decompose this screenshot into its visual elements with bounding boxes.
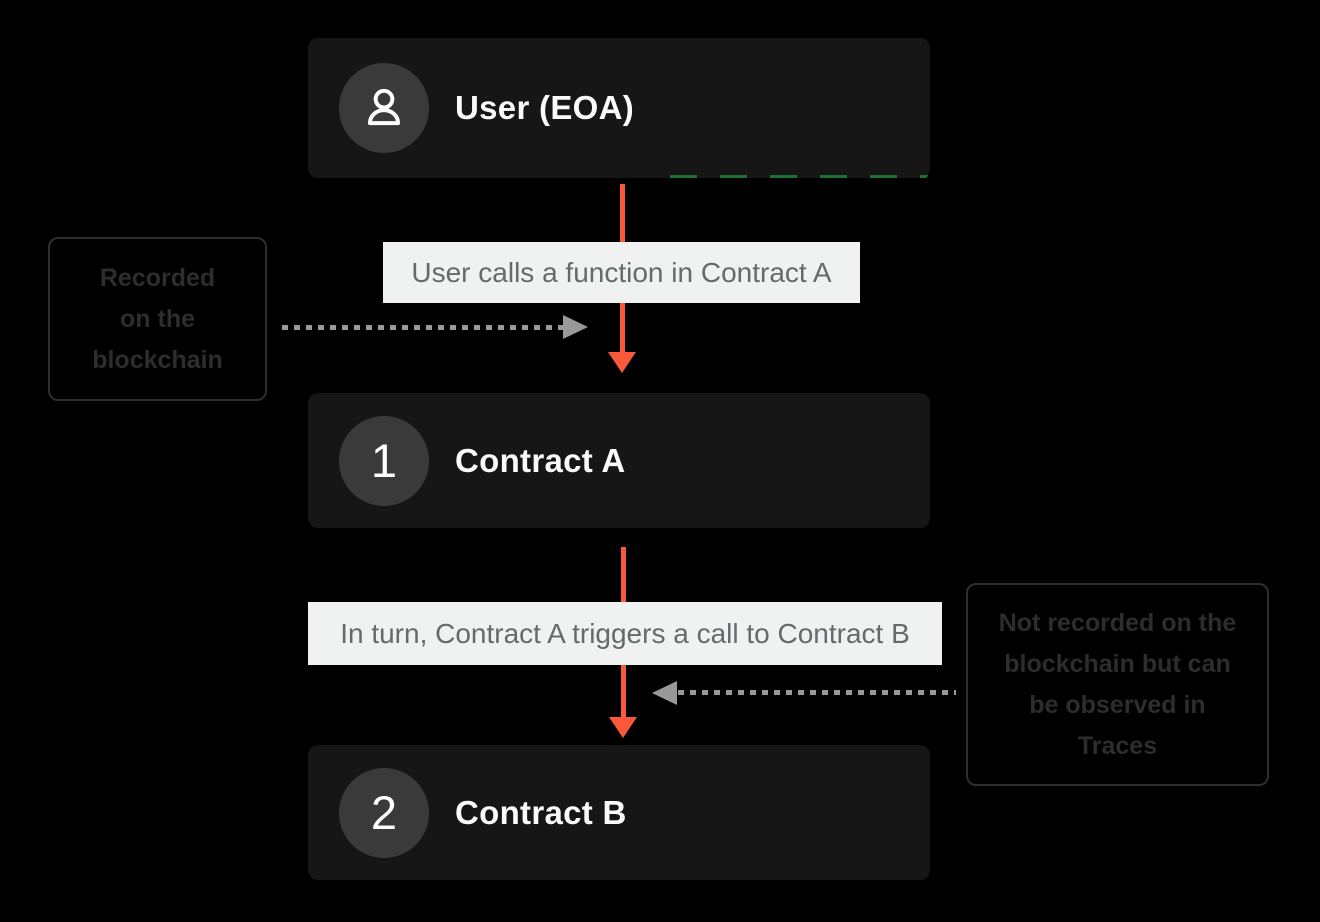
node-contract-b: 2 Contract B [308,745,930,880]
flow-arrow-1-head-icon [608,352,636,373]
annotation-line: blockchain [92,345,223,374]
annotation-line: Traces [1077,731,1158,760]
dotted-arrowhead-left-icon [652,681,677,705]
dotted-connector-right [678,690,956,695]
flow-label-1: User calls a function in Contract A [383,242,860,303]
node-user-eoa: User (EOA) [308,38,930,178]
dotted-arrowhead-right-icon [563,315,588,339]
node-contract-a: 1 Contract A [308,393,930,528]
annotation-recorded-on-blockchain: Recorded on the blockchain [48,237,267,401]
step-2-badge: 2 [339,767,429,858]
step-1-badge: 1 [339,415,429,506]
flow-arrow-2-head-icon [609,717,637,738]
annotation-not-recorded-traces: Not recorded on the blockchain but can b… [966,583,1269,786]
annotation-line: on the [120,304,195,333]
node-user-title: User (EOA) [455,89,635,126]
annotation-line: Not recorded on the [998,608,1237,637]
user-avatar [339,63,429,153]
node-contract-b-title: Contract B [455,793,627,831]
person-icon [367,88,401,126]
annotation-line: blockchain but can [1004,649,1231,678]
annotation-line: Recorded [99,263,216,292]
green-dashed-accent [656,175,928,178]
annotation-line: be observed in [1029,690,1206,719]
flow-label-1-text: User calls a function in Contract A [411,256,832,288]
flow-label-2: In turn, Contract A triggers a call to C… [308,602,942,665]
dotted-connector-left [282,325,563,330]
flow-label-2-text: In turn, Contract A triggers a call to C… [340,617,910,649]
node-contract-a-title: Contract A [455,441,626,479]
